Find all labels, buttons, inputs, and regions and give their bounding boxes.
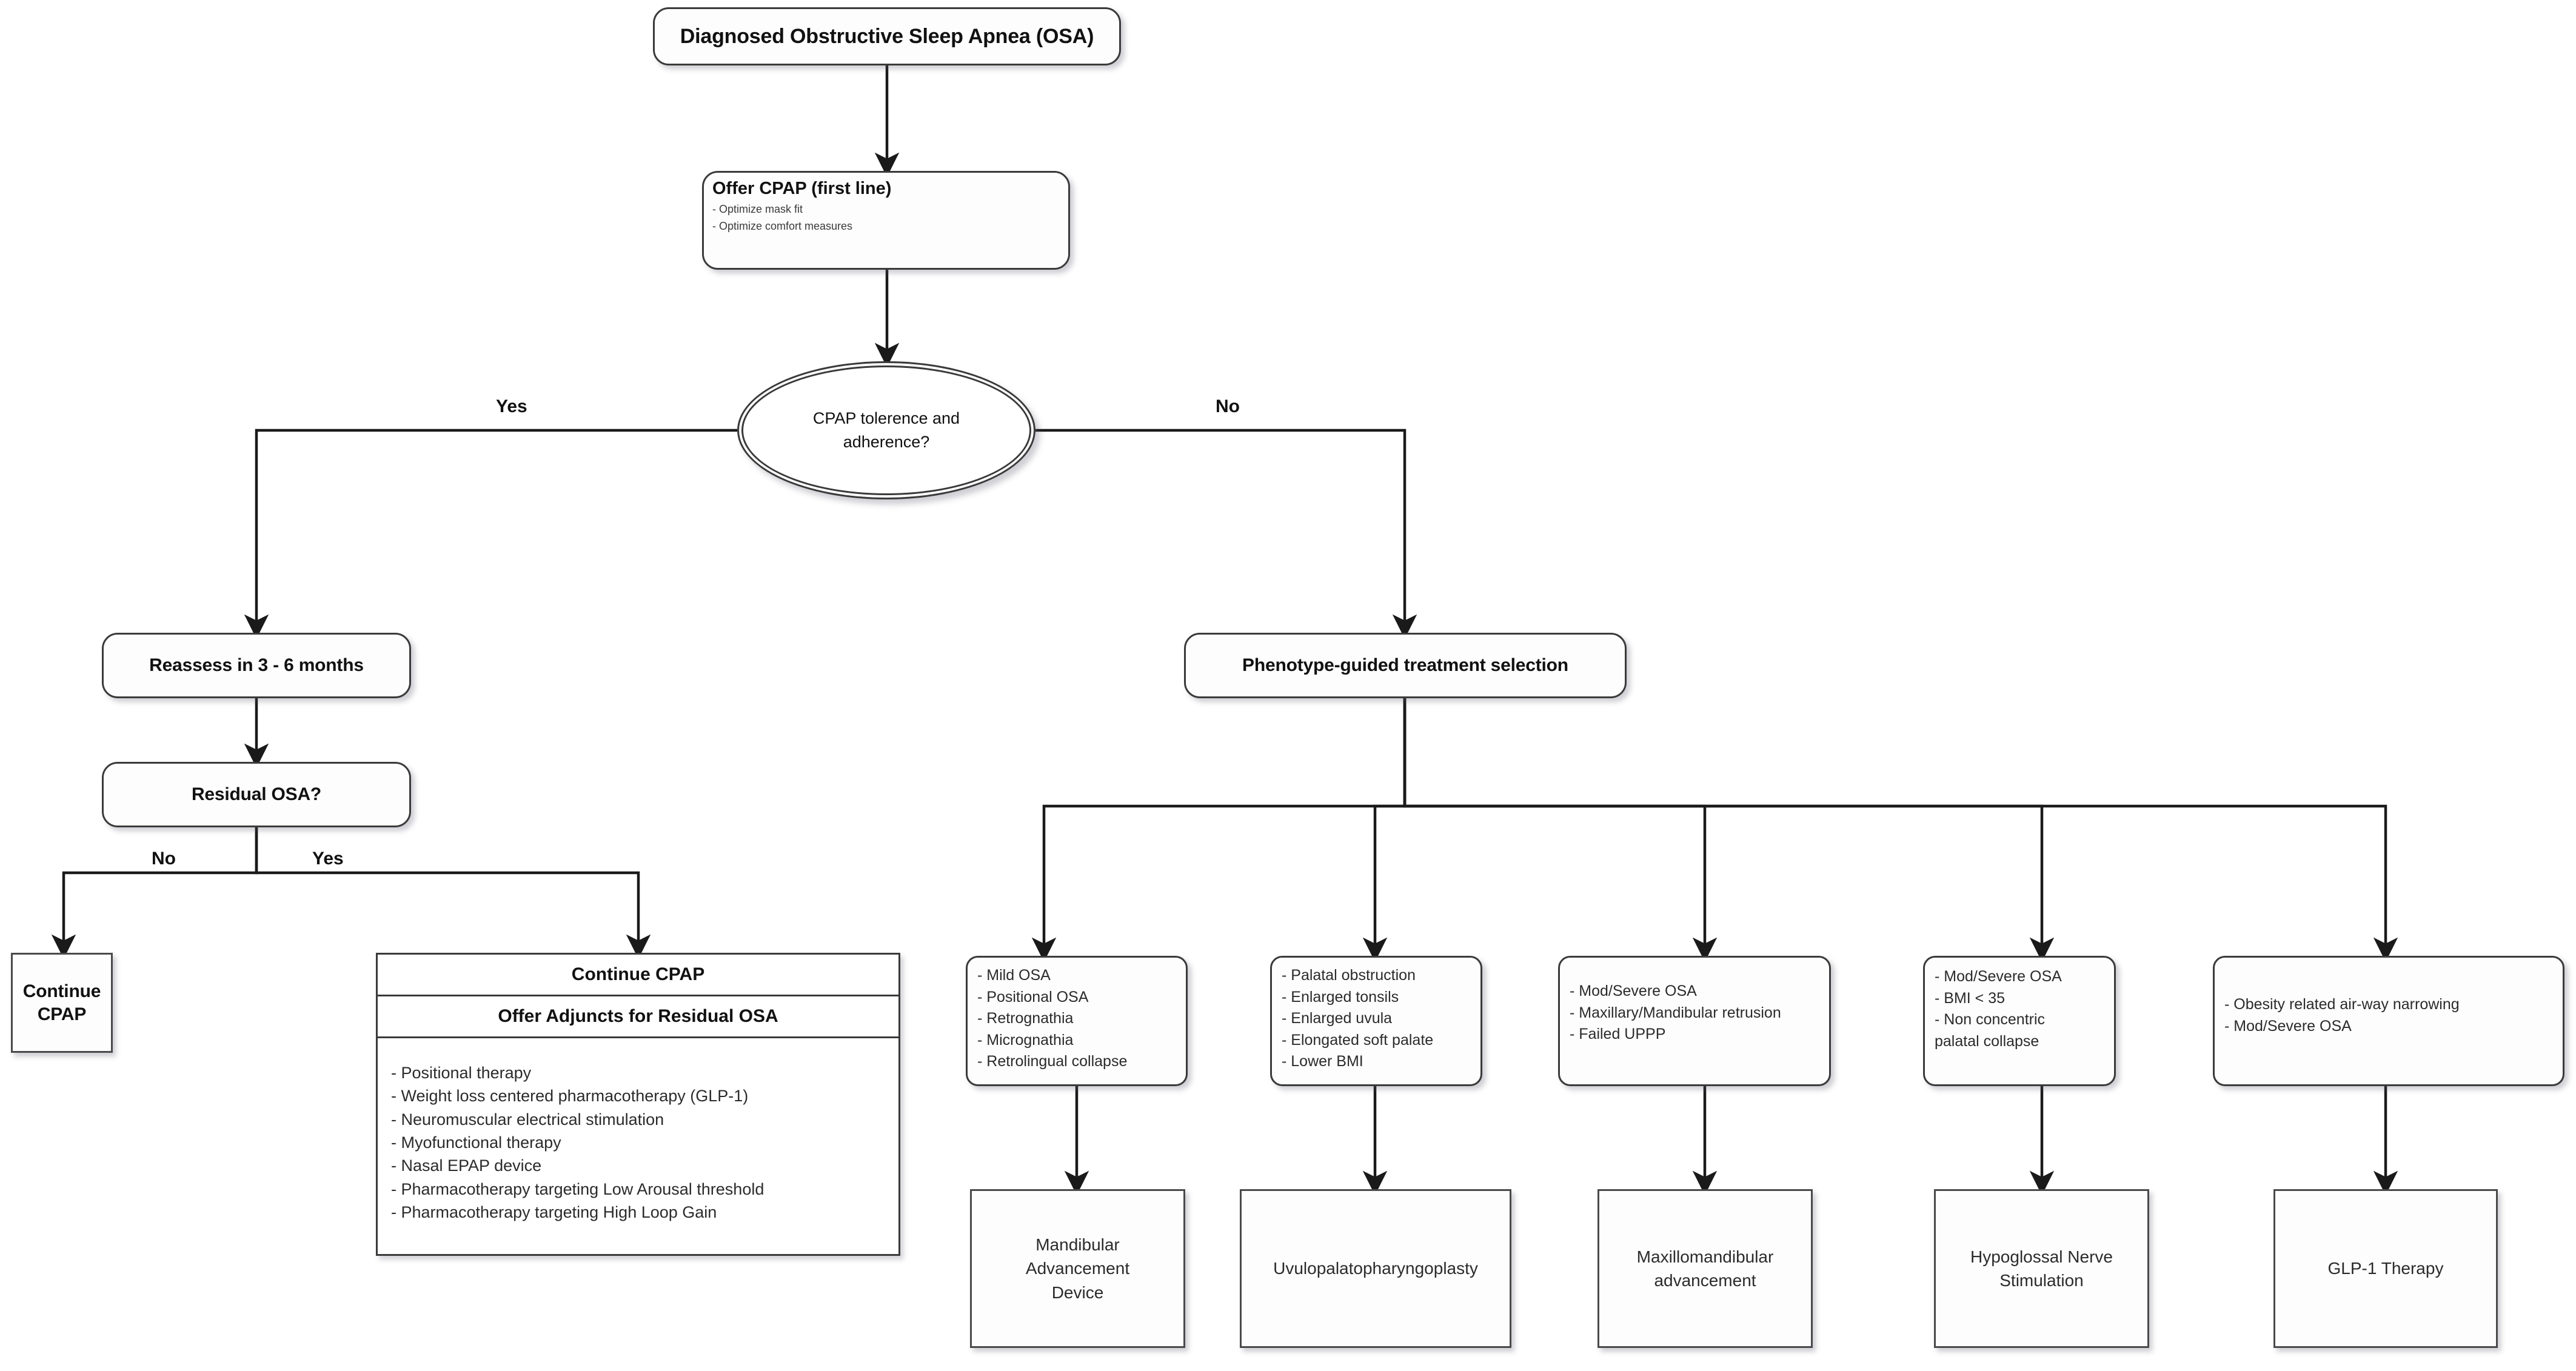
treatment-line: Device bbox=[1051, 1283, 1104, 1302]
adjunct-item: - Weight loss centered pharmacotherapy (… bbox=[391, 1087, 749, 1106]
phenotype-item: - Micrognathia bbox=[977, 1031, 1074, 1049]
node-treatment-maxillomandibular-advancement[interactable]: Maxillomandibular advancement bbox=[1597, 1189, 1813, 1348]
node-continue-cpap-text: Continue CPAP bbox=[13, 955, 111, 1051]
node-treatment-uvulopalatopharyngoplasty[interactable]: Uvulopalatopharyngoplasty bbox=[1240, 1189, 1511, 1348]
treatment-line: Maxillomandibular bbox=[1636, 1247, 1774, 1266]
node-offer-cpap-bullet-1: - Optimize mask fit bbox=[712, 203, 803, 215]
node-offer-cpap[interactable]: Offer CPAP (first line) - Optimize mask … bbox=[702, 171, 1070, 270]
node-adjuncts-header-2: Offer Adjuncts for Residual OSA bbox=[378, 996, 898, 1038]
edge-label-yes-cpap: Yes bbox=[496, 396, 527, 416]
node-reassess-label: Reassess in 3 - 6 months bbox=[149, 655, 364, 675]
treatment-line: Uvulopalatopharyngoplasty bbox=[1273, 1259, 1478, 1278]
phenotype-item: - Palatal obstruction bbox=[1282, 967, 1416, 984]
node-phenotype-selection-label: Phenotype-guided treatment selection bbox=[1242, 655, 1568, 675]
adjunct-item: - Neuromuscular electrical stimulation bbox=[391, 1110, 664, 1129]
phenotype-item: - Lower BMI bbox=[1282, 1053, 1363, 1070]
phenotype-item: - Obesity related air-way narrowing bbox=[2224, 996, 2460, 1013]
node-cpap-tolerance-decision-text: CPAP tolerence and adherence? bbox=[813, 407, 960, 454]
adjunct-item: - Pharmacotherapy targeting Low Arousal … bbox=[391, 1179, 764, 1198]
node-residual-osa[interactable]: Residual OSA? bbox=[102, 762, 411, 827]
node-reassess[interactable]: Reassess in 3 - 6 months bbox=[102, 633, 411, 698]
node-phenotype-1-list: - Mild OSA - Positional OSA - Retrognath… bbox=[968, 958, 1186, 1078]
node-cpap-tolerance-decision[interactable]: CPAP tolerence and adherence? bbox=[737, 361, 1035, 499]
adjunct-item: - Pharmacotherapy targeting High Loop Ga… bbox=[391, 1203, 717, 1221]
node-continue-cpap[interactable]: Continue CPAP bbox=[11, 953, 113, 1053]
treatment-line: advancement bbox=[1654, 1271, 1756, 1290]
decision-line-1: CPAP tolerence and bbox=[812, 409, 960, 427]
node-treatment-2-text: Uvulopalatopharyngoplasty bbox=[1242, 1191, 1510, 1346]
phenotype-item: - Enlarged tonsils bbox=[1282, 988, 1399, 1006]
treatment-line: GLP-1 Therapy bbox=[2327, 1259, 2444, 1278]
decision-line-2: adherence? bbox=[843, 433, 930, 451]
phenotype-item: - Retrolingual collapse bbox=[977, 1053, 1128, 1070]
phenotype-item: - Elongated soft palate bbox=[1282, 1031, 1434, 1049]
node-phenotype-2-list: - Palatal obstruction - Enlarged tonsils… bbox=[1272, 958, 1480, 1078]
edge-label-no-residual: No bbox=[152, 849, 176, 869]
node-treatment-1-text: Mandibular Advancement Device bbox=[972, 1191, 1183, 1346]
node-treatment-glp1-therapy[interactable]: GLP-1 Therapy bbox=[2273, 1189, 2498, 1348]
node-adjuncts[interactable]: Continue CPAP Offer Adjuncts for Residua… bbox=[376, 953, 900, 1256]
continue-cpap-line-2: CPAP bbox=[37, 1004, 87, 1024]
phenotype-item: - Mod/Severe OSA bbox=[1570, 982, 1697, 999]
node-offer-cpap-bullet-2: - Optimize comfort measures bbox=[712, 220, 853, 232]
node-adjuncts-list: - Positional therapy - Weight loss cente… bbox=[378, 1038, 898, 1229]
phenotype-item: - Mod/Severe OSA bbox=[1935, 968, 2062, 985]
edge-label-no-cpap: No bbox=[1216, 396, 1240, 416]
phenotype-item: - Mild OSA bbox=[977, 967, 1051, 984]
phenotype-item: - BMI < 35 bbox=[1935, 989, 2006, 1007]
phenotype-item: - Non concentric bbox=[1935, 1011, 2046, 1028]
node-offer-cpap-body: Offer CPAP (first line) - Optimize mask … bbox=[704, 173, 1068, 236]
node-phenotype-4-list: - Mod/Severe OSA - BMI < 35 - Non concen… bbox=[1925, 958, 2114, 1057]
node-phenotype-2[interactable]: - Palatal obstruction - Enlarged tonsils… bbox=[1270, 956, 1482, 1086]
node-phenotype-1[interactable]: - Mild OSA - Positional OSA - Retrognath… bbox=[966, 956, 1188, 1086]
treatment-line: Mandibular bbox=[1035, 1235, 1120, 1255]
phenotype-item: palatal collapse bbox=[1935, 1032, 2039, 1050]
node-phenotype-4[interactable]: - Mod/Severe OSA - BMI < 35 - Non concen… bbox=[1923, 956, 2116, 1086]
node-phenotype-5[interactable]: - Obesity related air-way narrowing - Mo… bbox=[2213, 956, 2564, 1086]
adjunct-item: - Myofunctional therapy bbox=[391, 1133, 561, 1152]
treatment-line: Advancement bbox=[1025, 1259, 1130, 1278]
node-phenotype-5-list: - Obesity related air-way narrowing - Mo… bbox=[2215, 958, 2563, 1042]
treatment-line: Stimulation bbox=[1999, 1271, 2084, 1290]
node-treatment-5-text: GLP-1 Therapy bbox=[2275, 1191, 2496, 1346]
node-treatment-4-text: Hypoglossal Nerve Stimulation bbox=[1936, 1191, 2147, 1346]
node-phenotype-3-list: - Mod/Severe OSA - Maxillary/Mandibular … bbox=[1560, 958, 1829, 1050]
phenotype-item: - Failed UPPP bbox=[1570, 1026, 1666, 1042]
phenotype-item: - Mod/Severe OSA bbox=[2224, 1017, 2352, 1035]
node-treatment-mandibular-advancement-device[interactable]: Mandibular Advancement Device bbox=[970, 1189, 1185, 1348]
phenotype-item: - Retrognathia bbox=[977, 1010, 1074, 1027]
node-treatment-hypoglossal-nerve-stimulation[interactable]: Hypoglossal Nerve Stimulation bbox=[1934, 1189, 2149, 1348]
adjunct-item: - Nasal EPAP device bbox=[391, 1156, 542, 1175]
adjunct-item: - Positional therapy bbox=[391, 1064, 532, 1082]
edge-label-yes-residual: Yes bbox=[312, 849, 344, 869]
node-phenotype-3[interactable]: - Mod/Severe OSA - Maxillary/Mandibular … bbox=[1558, 956, 1831, 1086]
node-phenotype-selection[interactable]: Phenotype-guided treatment selection bbox=[1184, 633, 1627, 698]
node-offer-cpap-title: Offer CPAP (first line) bbox=[712, 179, 892, 198]
node-residual-osa-label: Residual OSA? bbox=[191, 784, 322, 804]
continue-cpap-line-1: Continue bbox=[22, 981, 101, 1001]
node-adjuncts-header-1: Continue CPAP bbox=[378, 955, 898, 996]
phenotype-item: - Positional OSA bbox=[977, 988, 1089, 1006]
treatment-line: Hypoglossal Nerve bbox=[1970, 1247, 2113, 1266]
node-diagnosed-osa[interactable]: Diagnosed Obstructive Sleep Apnea (OSA) bbox=[653, 7, 1121, 65]
phenotype-item: - Maxillary/Mandibular retrusion bbox=[1570, 1004, 1781, 1021]
node-treatment-3-text: Maxillomandibular advancement bbox=[1599, 1191, 1811, 1346]
node-diagnosed-osa-label: Diagnosed Obstructive Sleep Apnea (OSA) bbox=[680, 24, 1094, 48]
phenotype-item: - Enlarged uvula bbox=[1282, 1010, 1393, 1027]
